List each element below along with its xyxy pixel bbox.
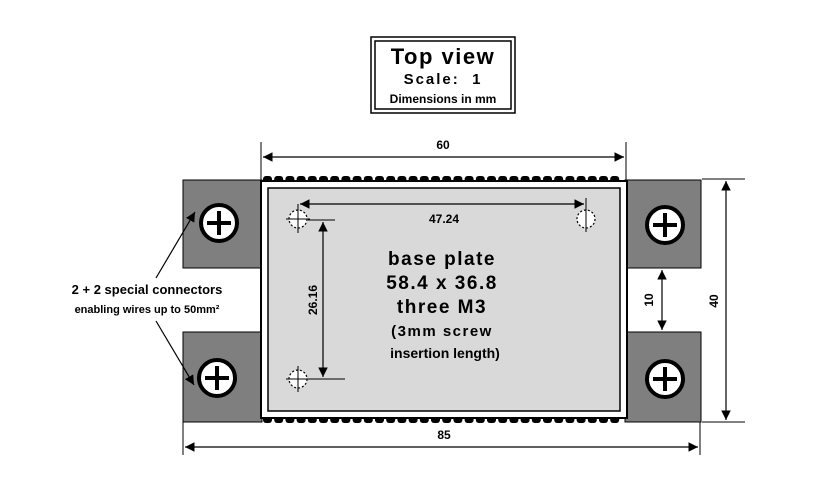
screw-icon-bottom-right	[645, 359, 685, 399]
base-plate-line-4: (3mm screw	[391, 323, 493, 340]
mounting-hole-bottom-left	[286, 366, 345, 392]
base-plate-line-3: three M3	[397, 297, 487, 318]
dimension-label-26-16: 26.16	[306, 285, 320, 315]
mounting-hole-top-right	[576, 198, 596, 232]
connectors-note: 2 + 2 special connectors enabling wires …	[72, 211, 223, 386]
connectors-note-line-2: enabling wires up to 50mm²	[75, 304, 220, 316]
connectors-note-line-1: 2 + 2 special connectors	[72, 282, 223, 297]
dimension-overall-width: 60	[260, 138, 627, 180]
title-box: Top view Scale: 1 Dimensions in mm	[370, 36, 516, 114]
dimension-total-length: 85	[182, 422, 701, 455]
mounting-hole-top-left	[286, 205, 310, 233]
title-text: Top view	[391, 44, 496, 69]
base-plate-line-5: insertion length)	[390, 345, 500, 361]
scale-text: Scale: 1	[404, 71, 483, 88]
screw-icon-bottom-left	[197, 358, 237, 398]
screw-icon-top-right	[645, 205, 685, 245]
connector-arrow-up	[155, 211, 196, 279]
dimension-hole-spacing-y: 26.16	[306, 219, 335, 377]
connector-arrow-down	[155, 320, 195, 386]
base-plate-label: base plate 58.4 x 36.8 three M3 (3mm scr…	[386, 249, 500, 361]
dimension-hole-spacing-x: 47.24	[297, 199, 584, 226]
base-plate-line-2: 58.4 x 36.8	[386, 273, 498, 294]
dimension-connector-gap: 10	[642, 270, 667, 330]
dimension-label-85: 85	[437, 428, 451, 442]
base-plate-line-1: base plate	[388, 249, 496, 270]
dimension-total-height: 40	[702, 178, 745, 423]
dimension-label-47-24: 47.24	[429, 212, 459, 226]
screw-icon-top-left	[199, 203, 239, 243]
dimension-label-60: 60	[436, 138, 450, 152]
units-text: Dimensions in mm	[390, 92, 497, 106]
dimension-label-40: 40	[707, 294, 721, 308]
dimension-label-10: 10	[642, 293, 656, 307]
